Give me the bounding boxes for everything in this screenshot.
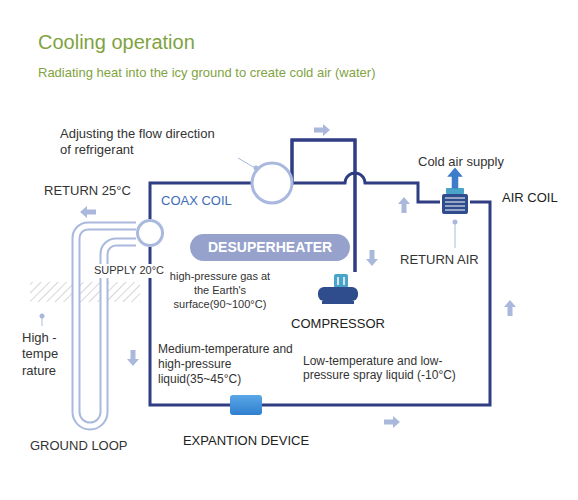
node-label: COMPRESSOR — [291, 316, 385, 332]
annotation-label: Cold air supply — [418, 154, 504, 170]
annotation-label: Low-temperature and low-pressure spray l… — [303, 355, 485, 383]
leader-dot — [453, 220, 458, 225]
annotation-label: Adjusting the flow direction of refriger… — [60, 126, 225, 159]
flow-arrow — [384, 416, 400, 428]
annotation-label: RETURN AIR — [400, 252, 479, 268]
annotation-label: GROUND LOOP — [30, 438, 128, 454]
flow-arrow — [398, 197, 410, 213]
expansion-device: EXPANTION DEVICE — [230, 395, 262, 415]
node-label: DESUPERHEATER — [208, 239, 332, 256]
flow-arrow — [504, 300, 516, 316]
air-coil-symbol — [442, 188, 468, 214]
ground-hatch — [30, 282, 140, 302]
flow-arrows — [80, 124, 516, 428]
desuperheater-pill: DESUPERHEATER — [190, 234, 350, 261]
refrigerant-pipe — [150, 140, 355, 272]
coax-coil: COAX COIL — [136, 219, 164, 247]
flow-arrow — [80, 206, 96, 218]
node-label: COAX COIL — [161, 193, 232, 209]
reversing-valve — [252, 163, 292, 203]
annotation-label: High -tempe rature — [22, 330, 68, 379]
annotation-label: high-pressure gas at the Earth's surface… — [168, 270, 272, 311]
ground-loop-tube — [76, 226, 136, 426]
leader-line — [42, 316, 43, 326]
diagram-title: Cooling operation — [38, 30, 195, 55]
compressor-symbol — [318, 274, 358, 304]
ground-loop-core — [76, 226, 136, 426]
refrigerant-pipe — [262, 202, 490, 405]
air-coil: AIR COIL — [440, 188, 470, 216]
flow-arrow — [314, 124, 330, 136]
annotation-label: RETURN 25°C — [44, 183, 131, 199]
node-label: EXPANTION DEVICE — [183, 433, 309, 449]
node-label: AIR COIL — [502, 190, 558, 206]
annotation-label: SUPPLY 20°C — [92, 264, 166, 278]
flow-arrow — [366, 250, 378, 266]
diagram-subtitle: Radiating heat into the icy ground to cr… — [38, 65, 375, 81]
leader-line — [238, 158, 255, 168]
flow-arrow — [447, 168, 463, 189]
compressor: COMPRESSOR — [316, 272, 360, 306]
annotation-label: Medium-temperature and high-pressure liq… — [158, 342, 293, 387]
flow-arrow — [127, 350, 139, 366]
leader-dot — [254, 166, 259, 171]
